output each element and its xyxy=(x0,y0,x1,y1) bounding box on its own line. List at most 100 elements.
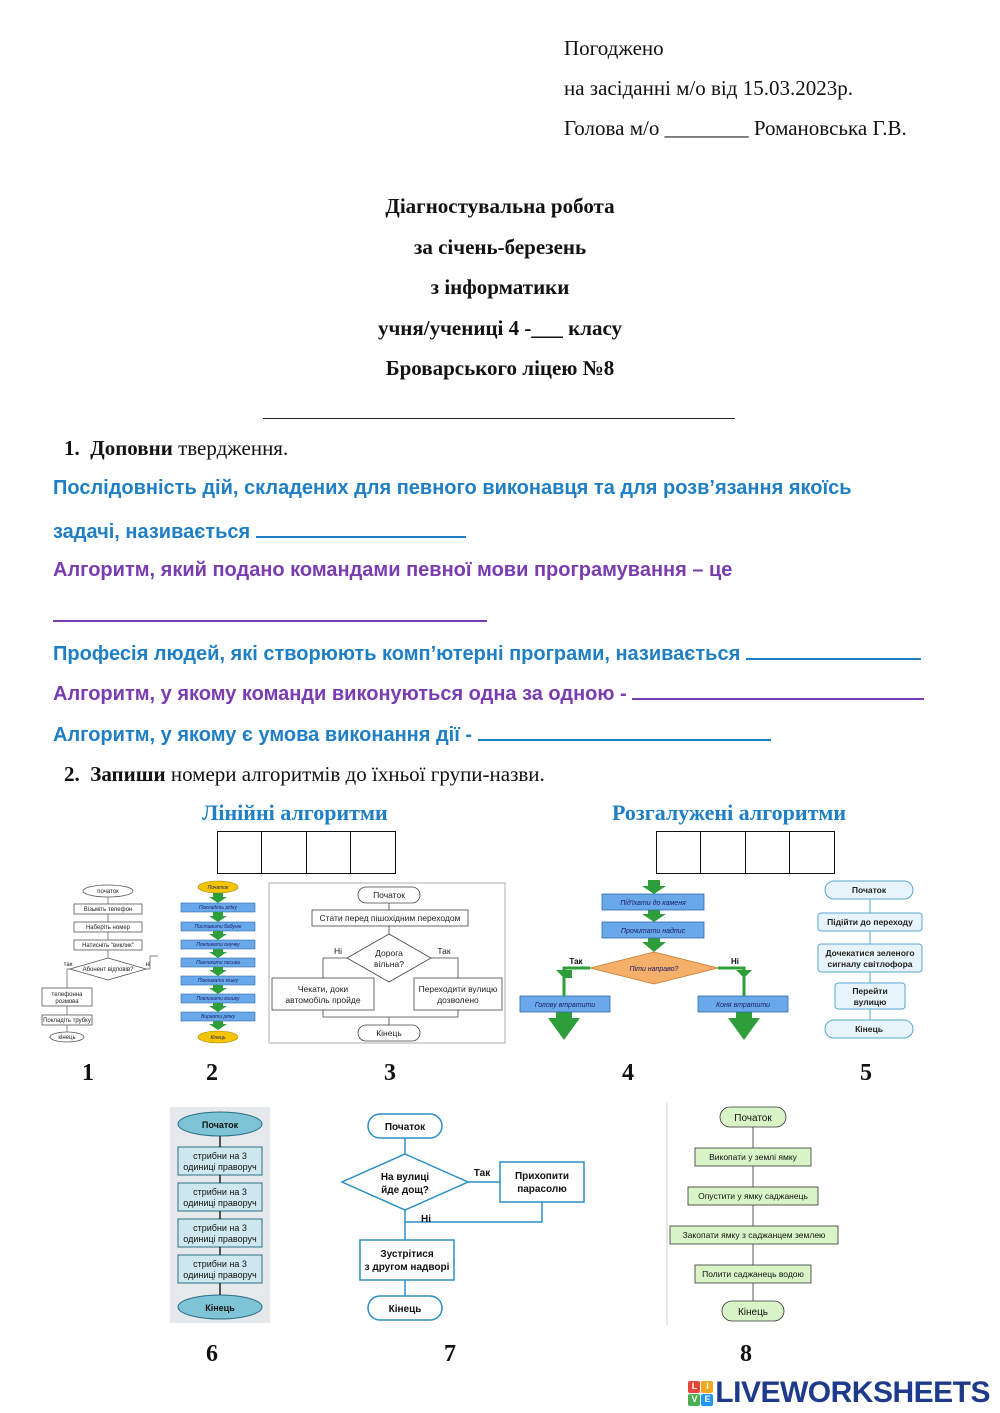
algorithm-number-4: 4 xyxy=(622,1060,634,1086)
fc4-right: Коня втратити xyxy=(716,1002,770,1009)
title-line-3: з інформатики xyxy=(430,275,570,299)
linear-answer-box-2[interactable] xyxy=(261,831,307,874)
fc6-end: Кінець xyxy=(205,1303,235,1313)
fc6-start: Початок xyxy=(202,1120,239,1130)
statement-3-text: Професія людей, які створюють комп’ютерн… xyxy=(53,643,741,665)
title-line-2: за січень-березень xyxy=(413,234,587,259)
question-2-verb: Запиши xyxy=(90,762,166,786)
fc5-step-2a: Дочекатися зеленого xyxy=(825,948,914,958)
linear-answer-box-1[interactable] xyxy=(216,831,263,874)
linear-answer-boxes xyxy=(216,831,396,874)
fc3-condition-2: вільна? xyxy=(374,959,404,969)
fc5-step-3b: вулицю xyxy=(854,997,887,1007)
linear-answer-box-3[interactable] xyxy=(305,831,352,874)
fc7-right-2: парасолю xyxy=(517,1184,567,1195)
fc1-yes: так xyxy=(64,962,73,968)
fc1-start: початок xyxy=(97,889,119,895)
statement-4-text: Алгоритм, у якому команди виконуються од… xyxy=(53,683,627,705)
fc2-end: Кінець xyxy=(210,1035,225,1041)
question-1-number: 1. xyxy=(64,436,80,460)
fc3-yes: Так xyxy=(437,946,451,956)
flowchart-6: Початок стрибни на 3 одиниці праворуч ст… xyxy=(170,1107,270,1323)
fc3-condition-1: Дорога xyxy=(375,948,403,958)
branched-answer-box-2[interactable] xyxy=(700,831,746,874)
question-1-verb: Доповни xyxy=(90,436,173,460)
flowchart-1: початок Візьміть телефон Наберіть номер … xyxy=(41,884,158,1043)
question-1-heading: 1. Доповни твердження. xyxy=(64,436,288,461)
fc4-step-2: Прочитати надпис xyxy=(621,927,686,935)
fc1-step-4a: телефонна xyxy=(52,992,84,998)
fc7-yes: Так xyxy=(474,1168,491,1179)
fc7-step-1a: Зустрітися xyxy=(380,1249,434,1260)
statement-4-line: Алгоритм, у якому команди виконуються од… xyxy=(53,680,925,706)
fc7-end: Кінець xyxy=(389,1304,422,1315)
approval-line-1: Погоджено xyxy=(564,36,664,60)
flowchart-4: Під'їхати до каменя Прочитати надпис Піт… xyxy=(519,880,789,1040)
fc3-end: Кінець xyxy=(376,1028,402,1038)
answer-blank-5[interactable] xyxy=(477,721,771,741)
flowchart-2: Початок Покладіть рідку Поставити бабуню… xyxy=(180,880,256,1044)
question-2-number: 2. xyxy=(64,762,80,786)
fc2-step-4: Покликати песика xyxy=(196,960,240,966)
fc6-step-2a: стрибни на 3 xyxy=(193,1187,247,1197)
statement-1-line-b: задачі, називається xyxy=(53,518,466,544)
fc8-step-2: Опустити у ямку саджанець xyxy=(698,1191,808,1201)
fc5-end: Кінець xyxy=(855,1024,883,1034)
fc7-condition-2: йде дощ? xyxy=(381,1185,429,1196)
answer-blank-2[interactable] xyxy=(53,602,487,622)
branched-answer-box-4[interactable] xyxy=(789,831,835,874)
fc3-right-2: дозволено xyxy=(437,995,479,1005)
algorithm-number-5: 5 xyxy=(860,1060,872,1086)
branched-answer-box-3[interactable] xyxy=(744,831,791,874)
statement-5-text: Алгоритм, у якому є умова виконання дії … xyxy=(53,724,473,746)
fc3-right-1: Переходити вулицю xyxy=(419,984,498,994)
fc4-yes: Так xyxy=(569,957,583,966)
fc2-step-2: Поставити бабуню xyxy=(195,924,242,930)
flowchart-3: Початок Стати перед пішохідним переходом… xyxy=(268,882,506,1044)
fc3-left-2: автомобіль пройде xyxy=(285,995,360,1005)
answer-blank-3[interactable] xyxy=(745,640,921,660)
fc1-condition: Абонент відповів? xyxy=(83,967,134,973)
fc8-step-3: Закопати ямку з саджанцем землею xyxy=(683,1230,826,1240)
linear-answer-box-4[interactable] xyxy=(350,831,396,874)
fc7-step-1b: з другом надворі xyxy=(365,1262,450,1273)
fc5-start: Початок xyxy=(852,885,887,895)
flowchart-8: Початок Викопати у землі ямку Опустити у… xyxy=(666,1103,839,1325)
fc1-end: кінець xyxy=(58,1035,75,1041)
algorithm-number-3: 3 xyxy=(384,1060,396,1086)
fc6-step-4b: одиниці праворуч xyxy=(183,1270,257,1280)
fc5-step-3a: Перейти xyxy=(852,986,887,996)
fc5-step-2b: сигналу світлофора xyxy=(827,959,912,969)
statement-5-line: Алгоритм, у якому є умова виконання дії … xyxy=(53,721,771,747)
fc6-step-3b: одиниці праворуч xyxy=(183,1234,257,1244)
fc2-step-6: Покликати мишку xyxy=(196,996,240,1002)
fc6-step-4a: стрибни на 3 xyxy=(193,1259,247,1269)
algorithm-number-6: 6 xyxy=(206,1341,218,1367)
answer-blank-4[interactable] xyxy=(632,680,925,700)
algorithm-number-1: 1 xyxy=(82,1060,94,1086)
fc2-step-1: Покладіть рідку xyxy=(199,905,237,911)
fc3-start: Початок xyxy=(373,890,405,900)
fc6-step-2b: одиниці праворуч xyxy=(183,1198,257,1208)
title-line-1: Діагностувальна робота xyxy=(385,194,615,218)
branched-answer-box-1[interactable] xyxy=(655,831,702,874)
algorithm-number-7: 7 xyxy=(444,1341,456,1367)
fc2-start: Початок xyxy=(208,885,229,891)
fc5-step-1: Підійти до переходу xyxy=(827,917,913,927)
fc1-step-4b: розмова xyxy=(55,999,79,1005)
fc7-right-1: Прихопити xyxy=(515,1171,569,1182)
student-name-field[interactable] xyxy=(263,398,735,419)
flowchart-5: Початок Підійти до переходу Дочекатися з… xyxy=(817,880,923,1039)
answer-blank-1[interactable] xyxy=(255,518,466,538)
fc8-step-1: Викопати у землі ямку xyxy=(709,1152,798,1162)
algorithm-number-8: 8 xyxy=(740,1341,752,1367)
question-1-text: твердження. xyxy=(172,436,289,460)
algorithm-number-2: 2 xyxy=(206,1060,218,1086)
worksheet-title: Діагностувальна робота за січень-березен… xyxy=(0,186,1000,389)
fc1-no: ні xyxy=(146,962,151,968)
liveworksheets-logo-text: LIVEWORKSHEETS xyxy=(715,1376,990,1409)
fc7-start: Початок xyxy=(385,1122,426,1133)
fc2-step-3: Покликати онучку xyxy=(196,942,240,948)
fc2-step-5: Покликати кішку xyxy=(198,978,239,984)
statement-2: Алгоритм, який подано командами певної м… xyxy=(53,559,733,581)
